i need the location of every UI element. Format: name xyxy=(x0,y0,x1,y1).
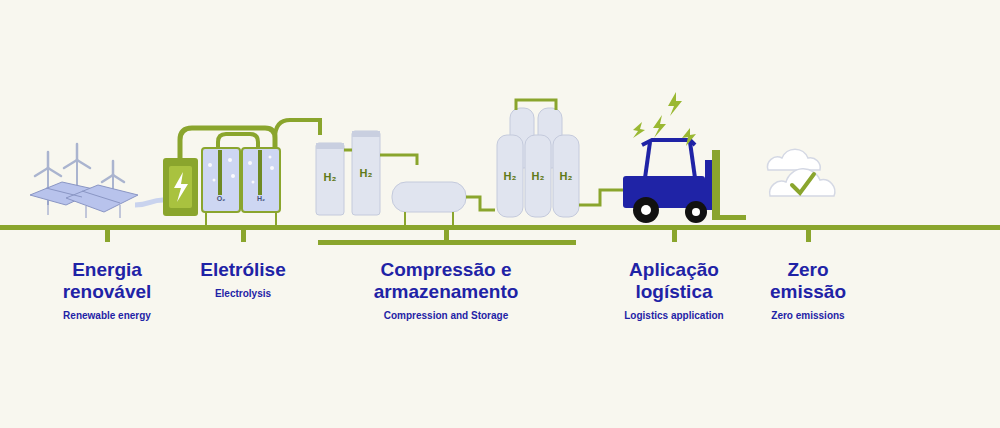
stage-subtitle: Compression and Storage xyxy=(384,309,508,322)
chemical-label: O₂ xyxy=(217,195,226,203)
chemical-label: H₂ xyxy=(360,167,373,179)
stage-title: Zero emissão xyxy=(760,259,856,303)
chemical-label: H₂ xyxy=(504,170,517,182)
chemical-label: H₂ xyxy=(257,195,265,203)
stage-title: Energia renovável xyxy=(51,259,163,303)
chemical-label: H₂ xyxy=(532,170,545,182)
stage-subtitle: Electrolysis xyxy=(215,287,271,300)
stage-title: Aplicação logística xyxy=(616,259,732,303)
stage-title: Compressão e armazenamento xyxy=(351,259,541,303)
stage-subtitle: Renewable energy xyxy=(63,309,151,322)
stage-label: Zero emissãoZero emissions xyxy=(760,259,856,322)
stage-label: EletróliseElectrolysis xyxy=(178,259,308,300)
stage-title: Eletrólise xyxy=(200,259,286,281)
stage-label: Aplicação logísticaLogistics application xyxy=(616,259,732,322)
stage-subtitle: Zero emissions xyxy=(771,309,844,322)
stage-label: Energia renovávelRenewable energy xyxy=(51,259,163,322)
stage-subtitle: Logistics application xyxy=(624,309,723,322)
chemical-label: H₂ xyxy=(324,171,337,183)
chemical-label: H₂ xyxy=(560,170,573,182)
stage-label: Compressão e armazenamentoCompression an… xyxy=(351,259,541,322)
